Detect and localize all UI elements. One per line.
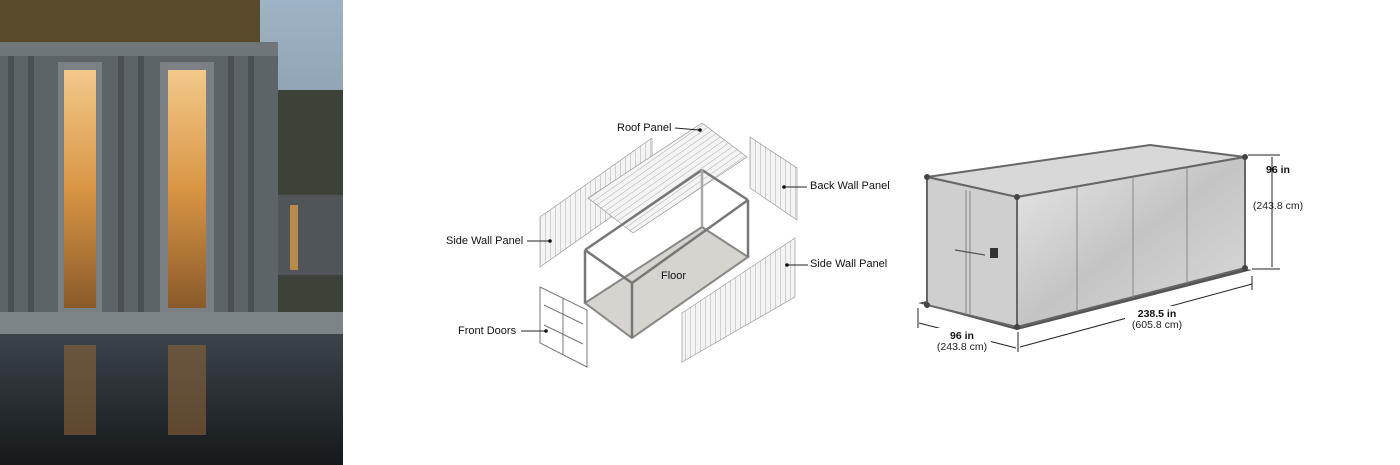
height-imperial: 96 in [1266,164,1290,176]
container-frame [583,168,750,340]
height-metric: (243.8 cm) [1253,200,1303,212]
front-doors-part [539,286,588,368]
back-wall-panel-label: Back Wall Panel [810,180,890,192]
floor-label: Floor [661,270,686,282]
container-house-photo [0,0,343,465]
roof-panel-label: Roof Panel [617,122,671,134]
exploded-container-diagram: Roof Panel Back Wall Panel Side Wall Pan… [446,122,890,368]
width-imperial: 96 in [950,330,974,342]
length-imperial: 238.5 in [1138,308,1177,320]
container-front-doors [926,175,1018,329]
back-wall-panel [749,136,798,221]
side-wall-panel-left-label: Side Wall Panel [446,235,523,247]
side-wall-panel-right-label: Side Wall Panel [810,258,887,270]
width-metric: (243.8 cm) [937,341,987,353]
length-metric: (605.8 cm) [1132,319,1182,331]
front-doors-label: Front Doors [458,325,517,337]
container-dimensions-diagram: 96 in (243.8 cm) 238.5 in (605.8 cm) 96 … [917,143,1303,353]
roof-panel [587,122,748,234]
height-dimension-line [1248,154,1280,270]
right-side-wall-panel [681,237,796,363]
